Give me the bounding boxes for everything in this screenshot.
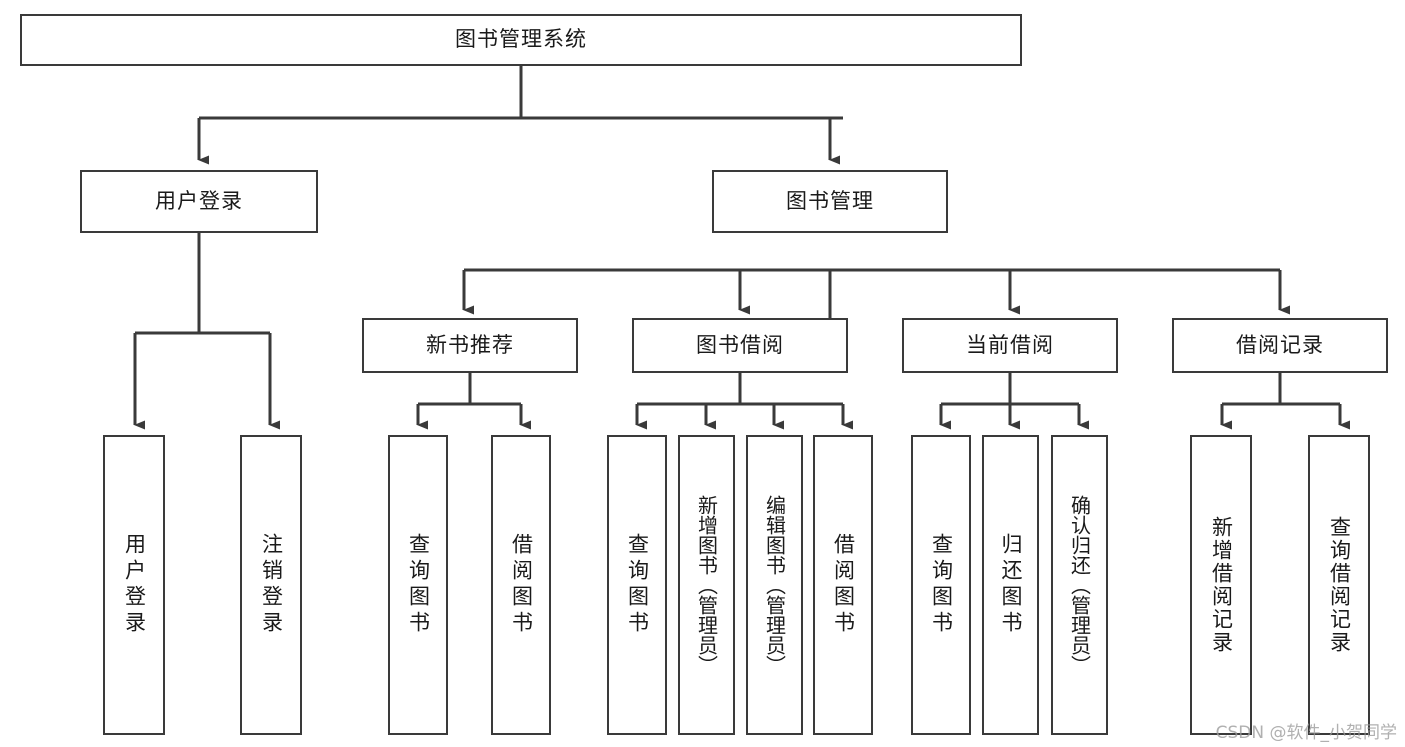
node-label: 借阅图书 xyxy=(831,533,856,637)
node-book-borrow[interactable]: 图书借阅 xyxy=(632,318,848,373)
node-label: 用户登录 xyxy=(155,188,243,213)
node-book-management[interactable]: 图书管理 xyxy=(712,170,948,233)
node-label: 借阅图书 xyxy=(509,533,534,637)
node-label: 编辑图书（管理员） xyxy=(762,495,787,675)
node-leaf-confirm-return-admin[interactable]: 确认归还（管理员） xyxy=(1051,435,1108,735)
node-label: 新增图书（管理员） xyxy=(694,495,719,675)
node-label: 查询图书 xyxy=(625,533,650,637)
node-label: 当前借阅 xyxy=(966,332,1054,357)
node-leaf-borrow-book[interactable]: 借阅图书 xyxy=(813,435,873,735)
node-label: 图书借阅 xyxy=(696,332,784,357)
node-label: 查询借阅记录 xyxy=(1327,516,1352,654)
node-leaf-query-book-recommend[interactable]: 查询图书 xyxy=(388,435,448,735)
node-label: 确认归还（管理员） xyxy=(1067,495,1092,675)
node-label: 新书推荐 xyxy=(426,332,514,357)
node-leaf-user-login[interactable]: 用户登录 xyxy=(103,435,165,735)
node-leaf-borrow-book-recommend[interactable]: 借阅图书 xyxy=(491,435,551,735)
node-label: 借阅记录 xyxy=(1236,332,1324,357)
watermark-text: CSDN @软件_小贺同学 xyxy=(1215,723,1397,743)
node-leaf-return-book[interactable]: 归还图书 xyxy=(982,435,1039,735)
node-user-login[interactable]: 用户登录 xyxy=(80,170,318,233)
node-leaf-query-borrow-record[interactable]: 查询借阅记录 xyxy=(1308,435,1370,735)
node-borrow-record[interactable]: 借阅记录 xyxy=(1172,318,1388,373)
node-label: 注销登录 xyxy=(259,533,284,637)
node-leaf-logout[interactable]: 注销登录 xyxy=(240,435,302,735)
node-leaf-edit-book-admin[interactable]: 编辑图书（管理员） xyxy=(746,435,803,735)
node-label: 查询图书 xyxy=(406,533,431,637)
node-label: 归还图书 xyxy=(999,533,1023,637)
node-leaf-add-borrow-record[interactable]: 新增借阅记录 xyxy=(1190,435,1252,735)
node-label: 图书管理 xyxy=(786,188,874,213)
node-new-book-recommend[interactable]: 新书推荐 xyxy=(362,318,578,373)
node-root-book-management-system[interactable]: 图书管理系统 xyxy=(20,14,1022,66)
node-label: 查询图书 xyxy=(929,533,954,637)
node-leaf-add-book-admin[interactable]: 新增图书（管理员） xyxy=(678,435,735,735)
node-label: 图书管理系统 xyxy=(455,27,587,52)
node-leaf-query-book-current[interactable]: 查询图书 xyxy=(911,435,971,735)
node-label: 用户登录 xyxy=(122,533,147,637)
node-label: 新增借阅记录 xyxy=(1209,516,1234,654)
node-leaf-query-book-borrow[interactable]: 查询图书 xyxy=(607,435,667,735)
node-current-borrow[interactable]: 当前借阅 xyxy=(902,318,1118,373)
